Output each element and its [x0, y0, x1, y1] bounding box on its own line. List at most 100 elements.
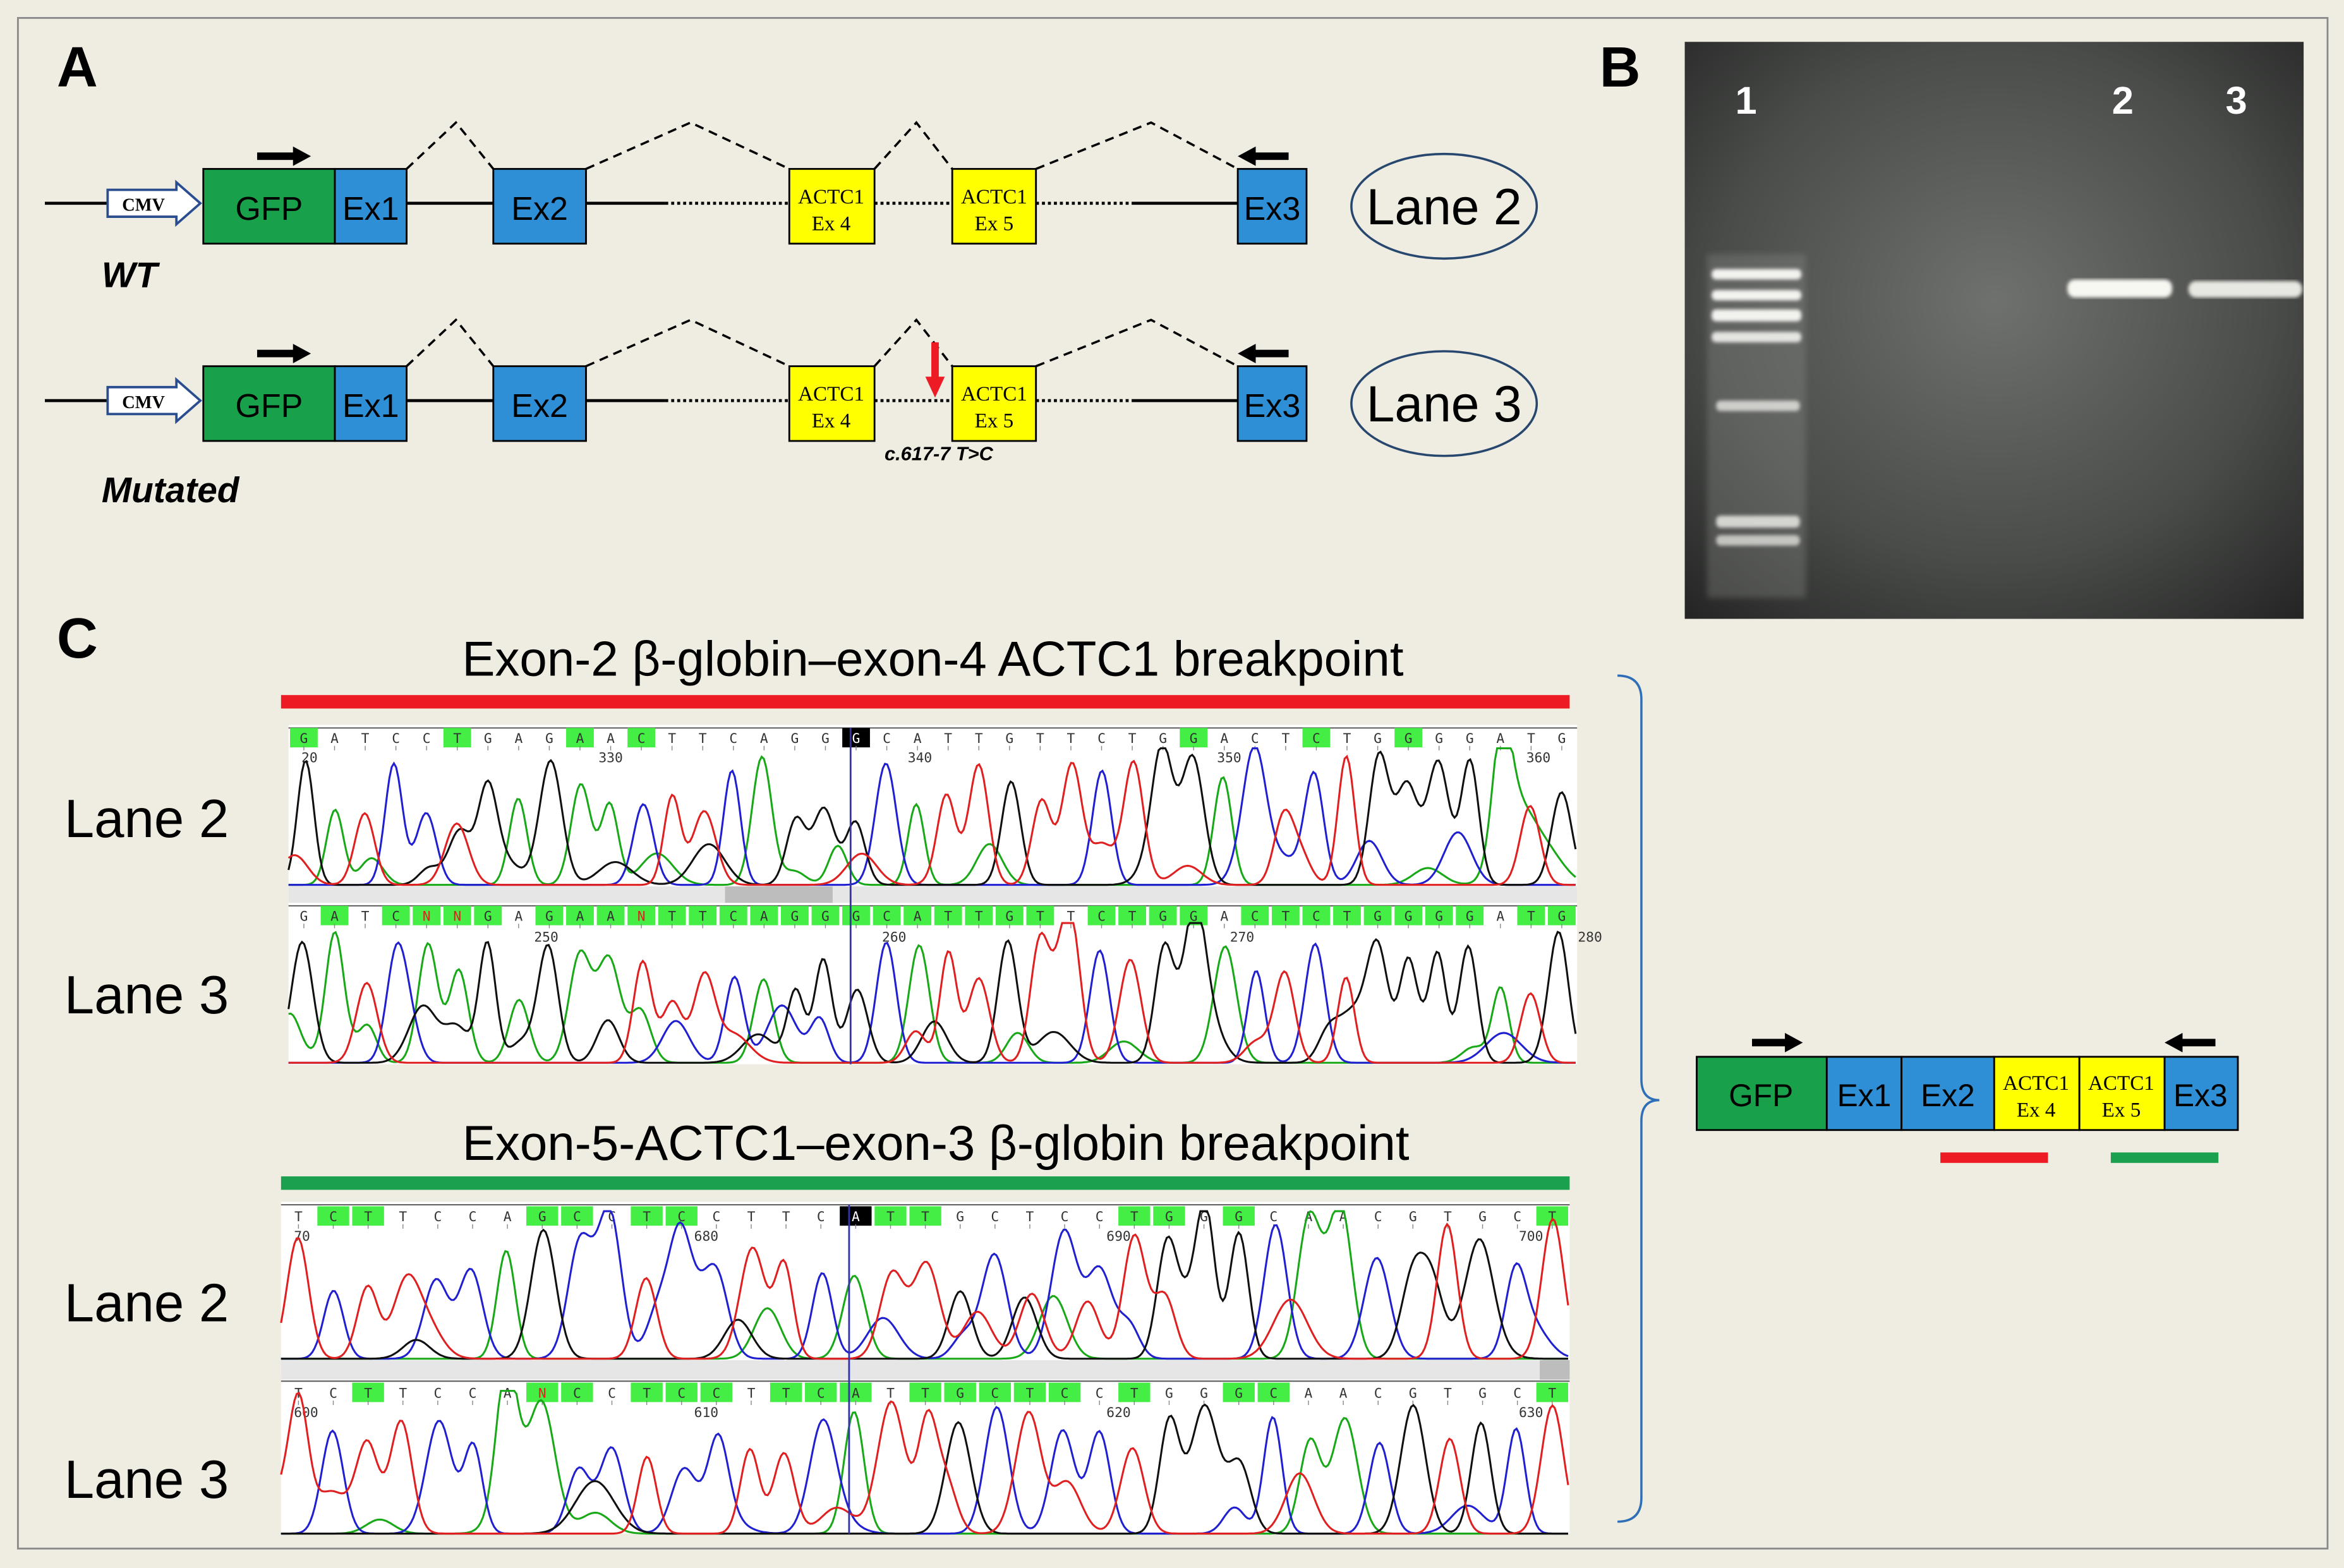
trace-lane2-top	[287, 747, 1577, 886]
base-highlight	[689, 905, 717, 926]
base-call: C	[1096, 1209, 1104, 1225]
base-call: C	[1097, 731, 1106, 747]
base-call: C	[712, 1209, 720, 1225]
base-call: C	[991, 1385, 999, 1401]
svg-text:Ex2: Ex2	[511, 388, 568, 425]
base-call: T	[699, 908, 707, 924]
base-call: T	[364, 1385, 372, 1401]
mut-actc1-ex5-box: ACTC1 Ex 5	[951, 365, 1037, 442]
base-highlight	[750, 905, 778, 926]
base-call: C	[1061, 1385, 1069, 1401]
base-call: G	[484, 908, 492, 924]
base-call: T	[944, 731, 952, 747]
svg-text:GFP: GFP	[235, 191, 303, 227]
red-bar-top	[281, 695, 1570, 709]
base-highlight	[903, 905, 932, 926]
base-highlight	[1153, 1206, 1185, 1226]
svg-text:Ex 4: Ex 4	[812, 409, 851, 433]
svg-text:Ex3: Ex3	[1244, 191, 1301, 227]
base-call: T	[747, 1209, 756, 1225]
base-call: T	[453, 731, 461, 747]
trace-t	[288, 922, 1576, 1064]
gel-image: 1 2 3	[1684, 42, 2304, 619]
base-call: C	[637, 731, 646, 747]
ladder-bands	[1712, 268, 1802, 546]
trace-lane3-bottom	[280, 1390, 1569, 1535]
svg-text:ACTC1: ACTC1	[798, 382, 864, 406]
base-call: T	[361, 908, 370, 924]
base-call: G	[484, 731, 492, 747]
base-highlight	[1394, 905, 1423, 926]
spliced-reverse-primer-icon	[2165, 1032, 2216, 1052]
wt-ex2-box: Ex2	[492, 167, 587, 245]
base-call: A	[607, 908, 615, 924]
base-call: C	[469, 1385, 477, 1401]
base-highlight	[1048, 1382, 1081, 1402]
base-call: C	[423, 731, 431, 747]
base-call: G	[821, 731, 830, 747]
mut-splice-lines	[406, 318, 1238, 368]
base-call: T	[1130, 1385, 1139, 1401]
base-call: C	[817, 1385, 825, 1401]
position-number: 280	[1578, 930, 1602, 946]
spliced-forward-primer-icon	[1752, 1032, 1803, 1052]
panel-label-a: A	[57, 36, 98, 99]
trace-g	[287, 922, 1577, 1064]
base-highlight	[909, 1382, 941, 1402]
base-highlight	[1223, 1382, 1255, 1402]
spliced-ex1-box: Ex1	[1825, 1056, 1903, 1131]
base-call: C	[1374, 1385, 1382, 1401]
base-call: T	[1527, 731, 1535, 747]
panel-label-c: C	[57, 607, 98, 670]
spliced-gfp-box: GFP	[1696, 1056, 1828, 1131]
position-number: 270	[1230, 930, 1254, 946]
base-highlight	[561, 1382, 593, 1402]
base-highlight	[1302, 728, 1331, 748]
base-call: T	[886, 1209, 895, 1225]
spliced-actc1-ex5-box: ACTC1 Ex 5	[2078, 1056, 2166, 1131]
base-call: C	[817, 1209, 825, 1225]
base-call: G	[538, 1209, 547, 1225]
base-call: C	[1312, 731, 1320, 747]
base-call: A	[914, 908, 922, 924]
base-highlight	[1180, 905, 1208, 926]
base-highlight	[874, 1206, 907, 1226]
base-call: C	[433, 1385, 442, 1401]
base-call: T	[361, 731, 370, 747]
base-highlight	[909, 1206, 941, 1226]
base-call: T	[1067, 731, 1075, 747]
c-lane2-label-bottom: Lane 2	[64, 1274, 229, 1334]
base-call: G	[1466, 731, 1474, 747]
base-highlight	[631, 1206, 663, 1226]
gel-lane-label-3: 3	[2226, 79, 2247, 123]
position-number: 70	[294, 1229, 310, 1245]
c-lane3-label-top: Lane 3	[64, 965, 229, 1025]
svg-text:Ex2: Ex2	[511, 191, 568, 227]
base-call: T	[782, 1209, 790, 1225]
svg-text:ACTC1: ACTC1	[2088, 1071, 2154, 1095]
base-call: T	[944, 908, 952, 924]
base-highlight	[631, 1382, 663, 1402]
spliced-construct: GFP Ex1 Ex2 ACTC1 Ex 4 ACTC1 Ex 5 Ex3	[1696, 1032, 2239, 1163]
svg-text:ACTC1: ACTC1	[961, 382, 1027, 406]
base-highlight	[1180, 728, 1208, 748]
position-number: 600	[294, 1405, 318, 1421]
base-call: G	[1190, 731, 1198, 747]
position-number: 350	[1217, 751, 1241, 766]
base-highlight	[443, 905, 471, 926]
gel-lane-label-2: 2	[2112, 79, 2134, 123]
base-highlight	[719, 905, 747, 926]
base-highlight	[965, 905, 993, 926]
base-call: C	[991, 1209, 999, 1225]
base-call: C	[469, 1209, 477, 1225]
position-number: 700	[1519, 1229, 1543, 1245]
svg-text:Ex 4: Ex 4	[2017, 1098, 2056, 1121]
base-call: G	[852, 908, 861, 924]
base-call: A	[1496, 908, 1504, 924]
base-call: N	[423, 908, 431, 924]
base-call: G	[1478, 1385, 1487, 1401]
base-call: G	[1200, 1209, 1208, 1225]
base-highlight	[382, 905, 410, 926]
wt-gfp-box: GFP	[202, 167, 336, 245]
base-highlight	[944, 1382, 976, 1402]
